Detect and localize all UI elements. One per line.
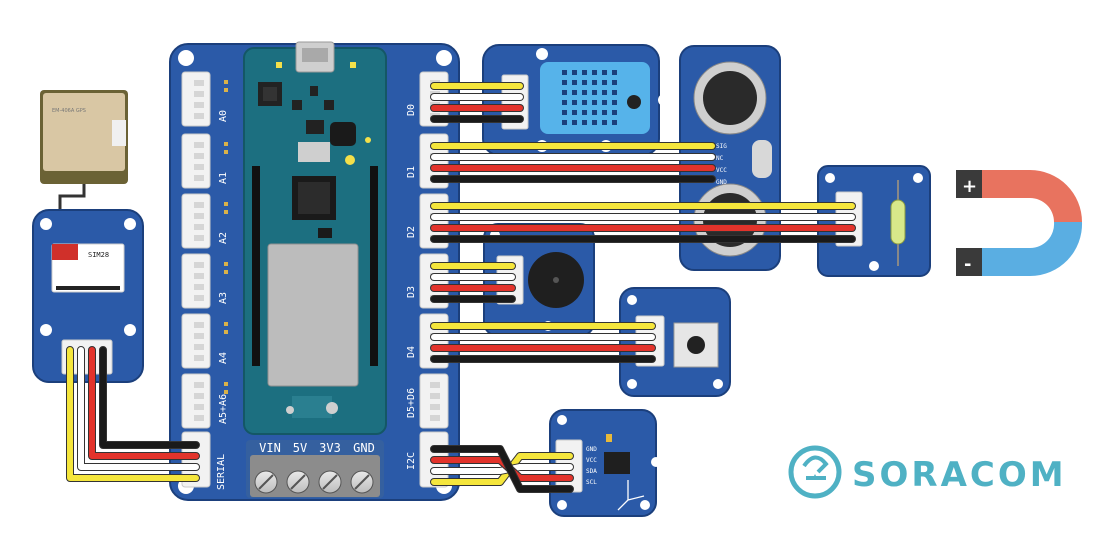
digital-port-d5-d6[interactable]: D5+D6 — [406, 373, 449, 429]
cable-d0-dht — [430, 82, 524, 123]
digital-port-label: D4 — [406, 346, 417, 358]
analog-port-label: A3 — [218, 292, 229, 304]
gps-antenna-text: EM-406A GPS — [52, 108, 86, 114]
magnet: + - — [956, 170, 1083, 277]
accelerometer-pin-label: SDA — [586, 468, 597, 475]
analog-port-label: A1 — [218, 172, 229, 184]
ultrasonic-pin-label: NC — [716, 155, 724, 162]
accelerometer-pin-label: GND — [586, 446, 597, 453]
ultrasonic-pin-label: SIG — [716, 143, 727, 150]
digital-port-label: D1 — [406, 166, 417, 178]
soracom-logo — [788, 445, 842, 499]
digital-port-label: D3 — [406, 286, 417, 298]
cable-gps-serial — [66, 346, 200, 482]
ultrasonic-pin-label: VCC — [716, 167, 727, 174]
accelerometer-pin-label: VCC — [586, 457, 597, 464]
analog-port-label: A5+A6 — [218, 394, 229, 424]
gps-grove-module: SIM28 — [32, 209, 144, 383]
digital-port-label: D2 — [406, 226, 417, 238]
gps-antenna: EM-406A GPS — [40, 90, 128, 222]
digital-port-label: D0 — [406, 104, 417, 116]
ultrasonic-pin-label: GND — [716, 179, 727, 186]
magnet-minus-label: - — [964, 254, 971, 275]
analog-port-a4[interactable]: A4 — [181, 313, 229, 369]
brand-name: SORACOM — [852, 455, 1067, 495]
cable-d3-buzzer — [430, 262, 516, 303]
gps-module-chip-label: SIM28 — [88, 251, 109, 259]
grove-cables — [66, 82, 856, 493]
serial-port-label: SERIAL — [216, 454, 227, 490]
button-module — [619, 287, 731, 397]
analog-port-label: A2 — [218, 232, 229, 244]
i2c-port-label: I2C — [406, 452, 417, 470]
analog-port-a2[interactable]: A2 — [181, 193, 229, 249]
analog-port-a1[interactable]: A1 — [181, 133, 229, 189]
cable-d2-reed — [430, 202, 856, 243]
arduino-mkr-board — [243, 41, 387, 435]
power-terminal-block: VIN 5V 3V3 GND — [250, 441, 380, 497]
cable-d1-ultrasonic — [430, 142, 716, 183]
power-terminal-label: GND — [353, 441, 375, 455]
accelerometer-pin-label: SCL — [586, 479, 597, 486]
digital-port-label: D5+D6 — [406, 388, 417, 418]
power-terminal-label: 5V — [293, 441, 307, 455]
analog-port-a5-a6[interactable]: A5+A6 — [181, 373, 229, 429]
analog-port-a3[interactable]: A3 — [181, 253, 229, 309]
power-terminal-label: 3V3 — [319, 441, 341, 455]
cable-i2c-accelerometer — [430, 445, 574, 493]
analog-port-a0[interactable]: A0 — [181, 71, 229, 127]
analog-port-label: A0 — [218, 110, 229, 122]
analog-port-label: A4 — [218, 352, 229, 364]
power-terminal-label: VIN — [259, 441, 281, 455]
magnet-plus-label: + — [962, 176, 977, 197]
cable-d4-button — [430, 322, 656, 363]
